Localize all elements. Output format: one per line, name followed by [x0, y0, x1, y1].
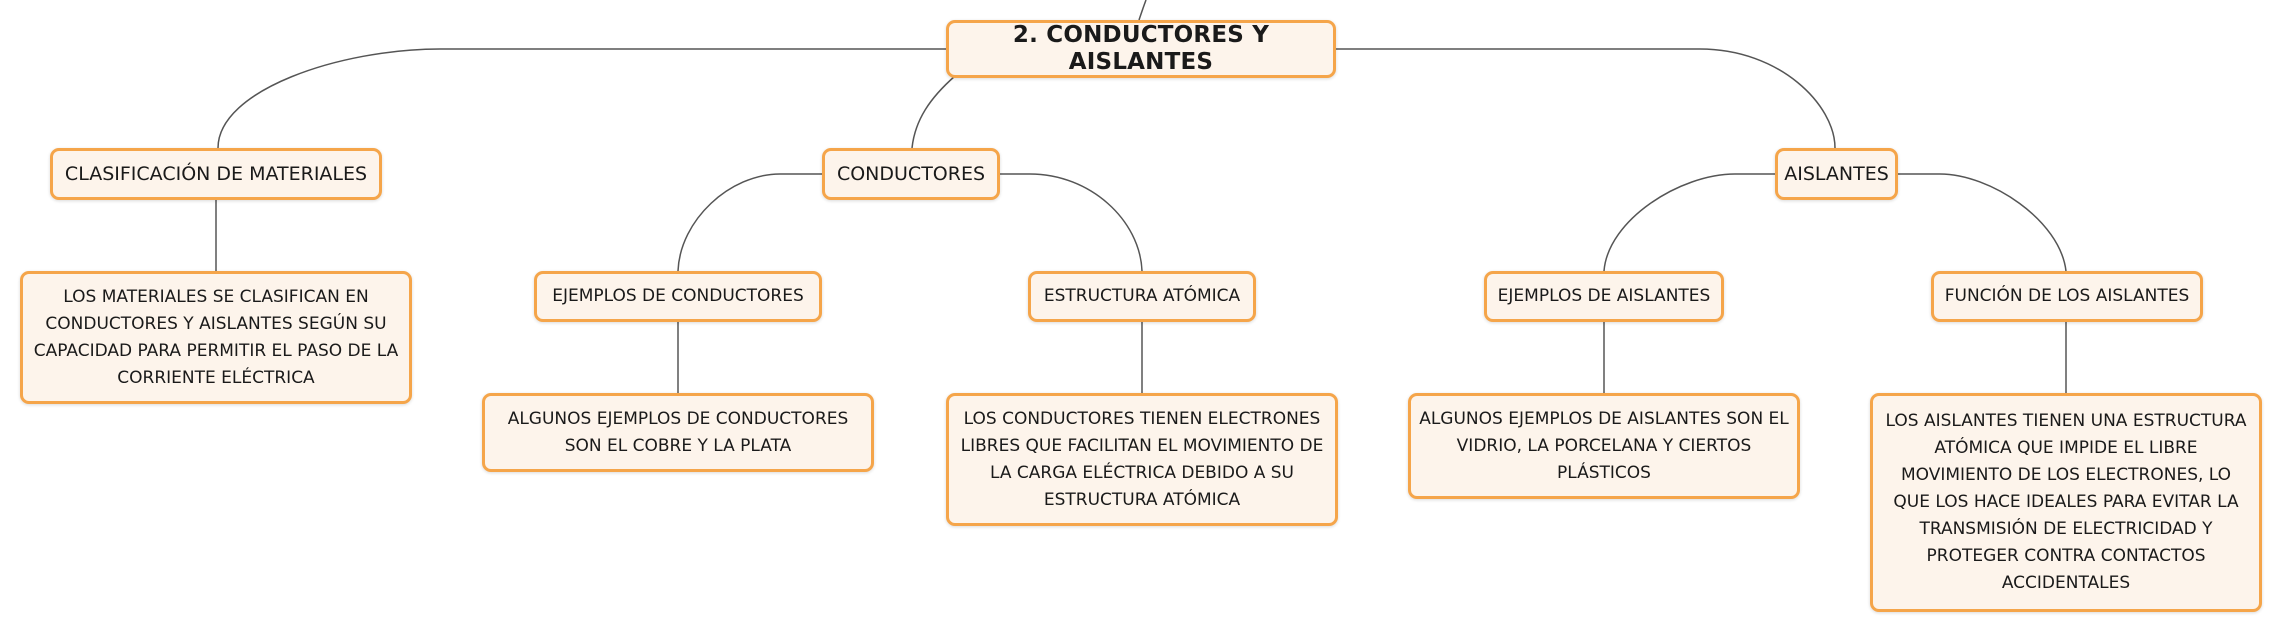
connector-line — [217, 48, 946, 149]
connector-line — [1898, 173, 2067, 272]
connector-line — [1603, 173, 1775, 272]
node-text: LOS MATERIALES SE CLASIFICAN EN CONDUCTO… — [33, 286, 399, 388]
node-clasificacion-materiales[interactable]: CLASIFICACIÓN DE MATERIALES — [50, 148, 382, 200]
node-funcion-aislantes[interactable]: FUNCIÓN DE LOS AISLANTES — [1931, 271, 2203, 322]
node-text: LOS CONDUCTORES TIENEN ELECTRONES LIBRES… — [960, 408, 1324, 510]
root-node[interactable]: 2. CONDUCTORES Y AISLANTES — [946, 20, 1336, 78]
node-label: EJEMPLOS DE CONDUCTORES — [552, 286, 804, 306]
node-text: LOS AISLANTES TIENEN UNA ESTRUCTURA ATÓM… — [1885, 411, 2247, 593]
node-clasificacion-description[interactable]: LOS MATERIALES SE CLASIFICAN EN CONDUCTO… — [20, 271, 412, 404]
node-label: ESTRUCTURA ATÓMICA — [1043, 286, 1241, 306]
connector-line — [911, 75, 956, 149]
node-text: ALGUNOS EJEMPLOS DE AISLANTES SON EL VID… — [1419, 408, 1789, 483]
node-label: FUNCIÓN DE LOS AISLANTES — [1944, 286, 2190, 306]
node-ejemplos-aislantes-description[interactable]: ALGUNOS EJEMPLOS DE AISLANTES SON EL VID… — [1408, 393, 1800, 499]
node-label: AISLANTES — [1784, 162, 1889, 185]
node-label: EJEMPLOS DE AISLANTES — [1497, 286, 1711, 306]
node-text: ALGUNOS EJEMPLOS DE CONDUCTORES SON EL C… — [507, 408, 849, 456]
node-aislantes[interactable]: AISLANTES — [1775, 148, 1898, 200]
node-label: CONDUCTORES — [836, 162, 986, 185]
node-ejemplos-conductores[interactable]: EJEMPLOS DE CONDUCTORES — [534, 271, 822, 322]
connector-line — [1336, 48, 1836, 149]
node-conductores[interactable]: CONDUCTORES — [822, 148, 1000, 200]
connector-line — [677, 173, 822, 272]
connector-line — [1000, 173, 1143, 272]
root-node-label: 2. CONDUCTORES Y AISLANTES — [1012, 22, 1270, 75]
connector-line — [1138, 0, 1147, 21]
node-label: CLASIFICACIÓN DE MATERIALES — [64, 162, 368, 185]
node-ejemplos-conductores-description[interactable]: ALGUNOS EJEMPLOS DE CONDUCTORES SON EL C… — [482, 393, 874, 472]
node-estructura-atomica[interactable]: ESTRUCTURA ATÓMICA — [1028, 271, 1256, 322]
node-funcion-aislantes-description[interactable]: LOS AISLANTES TIENEN UNA ESTRUCTURA ATÓM… — [1870, 393, 2262, 612]
node-estructura-atomica-description[interactable]: LOS CONDUCTORES TIENEN ELECTRONES LIBRES… — [946, 393, 1338, 526]
node-ejemplos-aislantes[interactable]: EJEMPLOS DE AISLANTES — [1484, 271, 1724, 322]
